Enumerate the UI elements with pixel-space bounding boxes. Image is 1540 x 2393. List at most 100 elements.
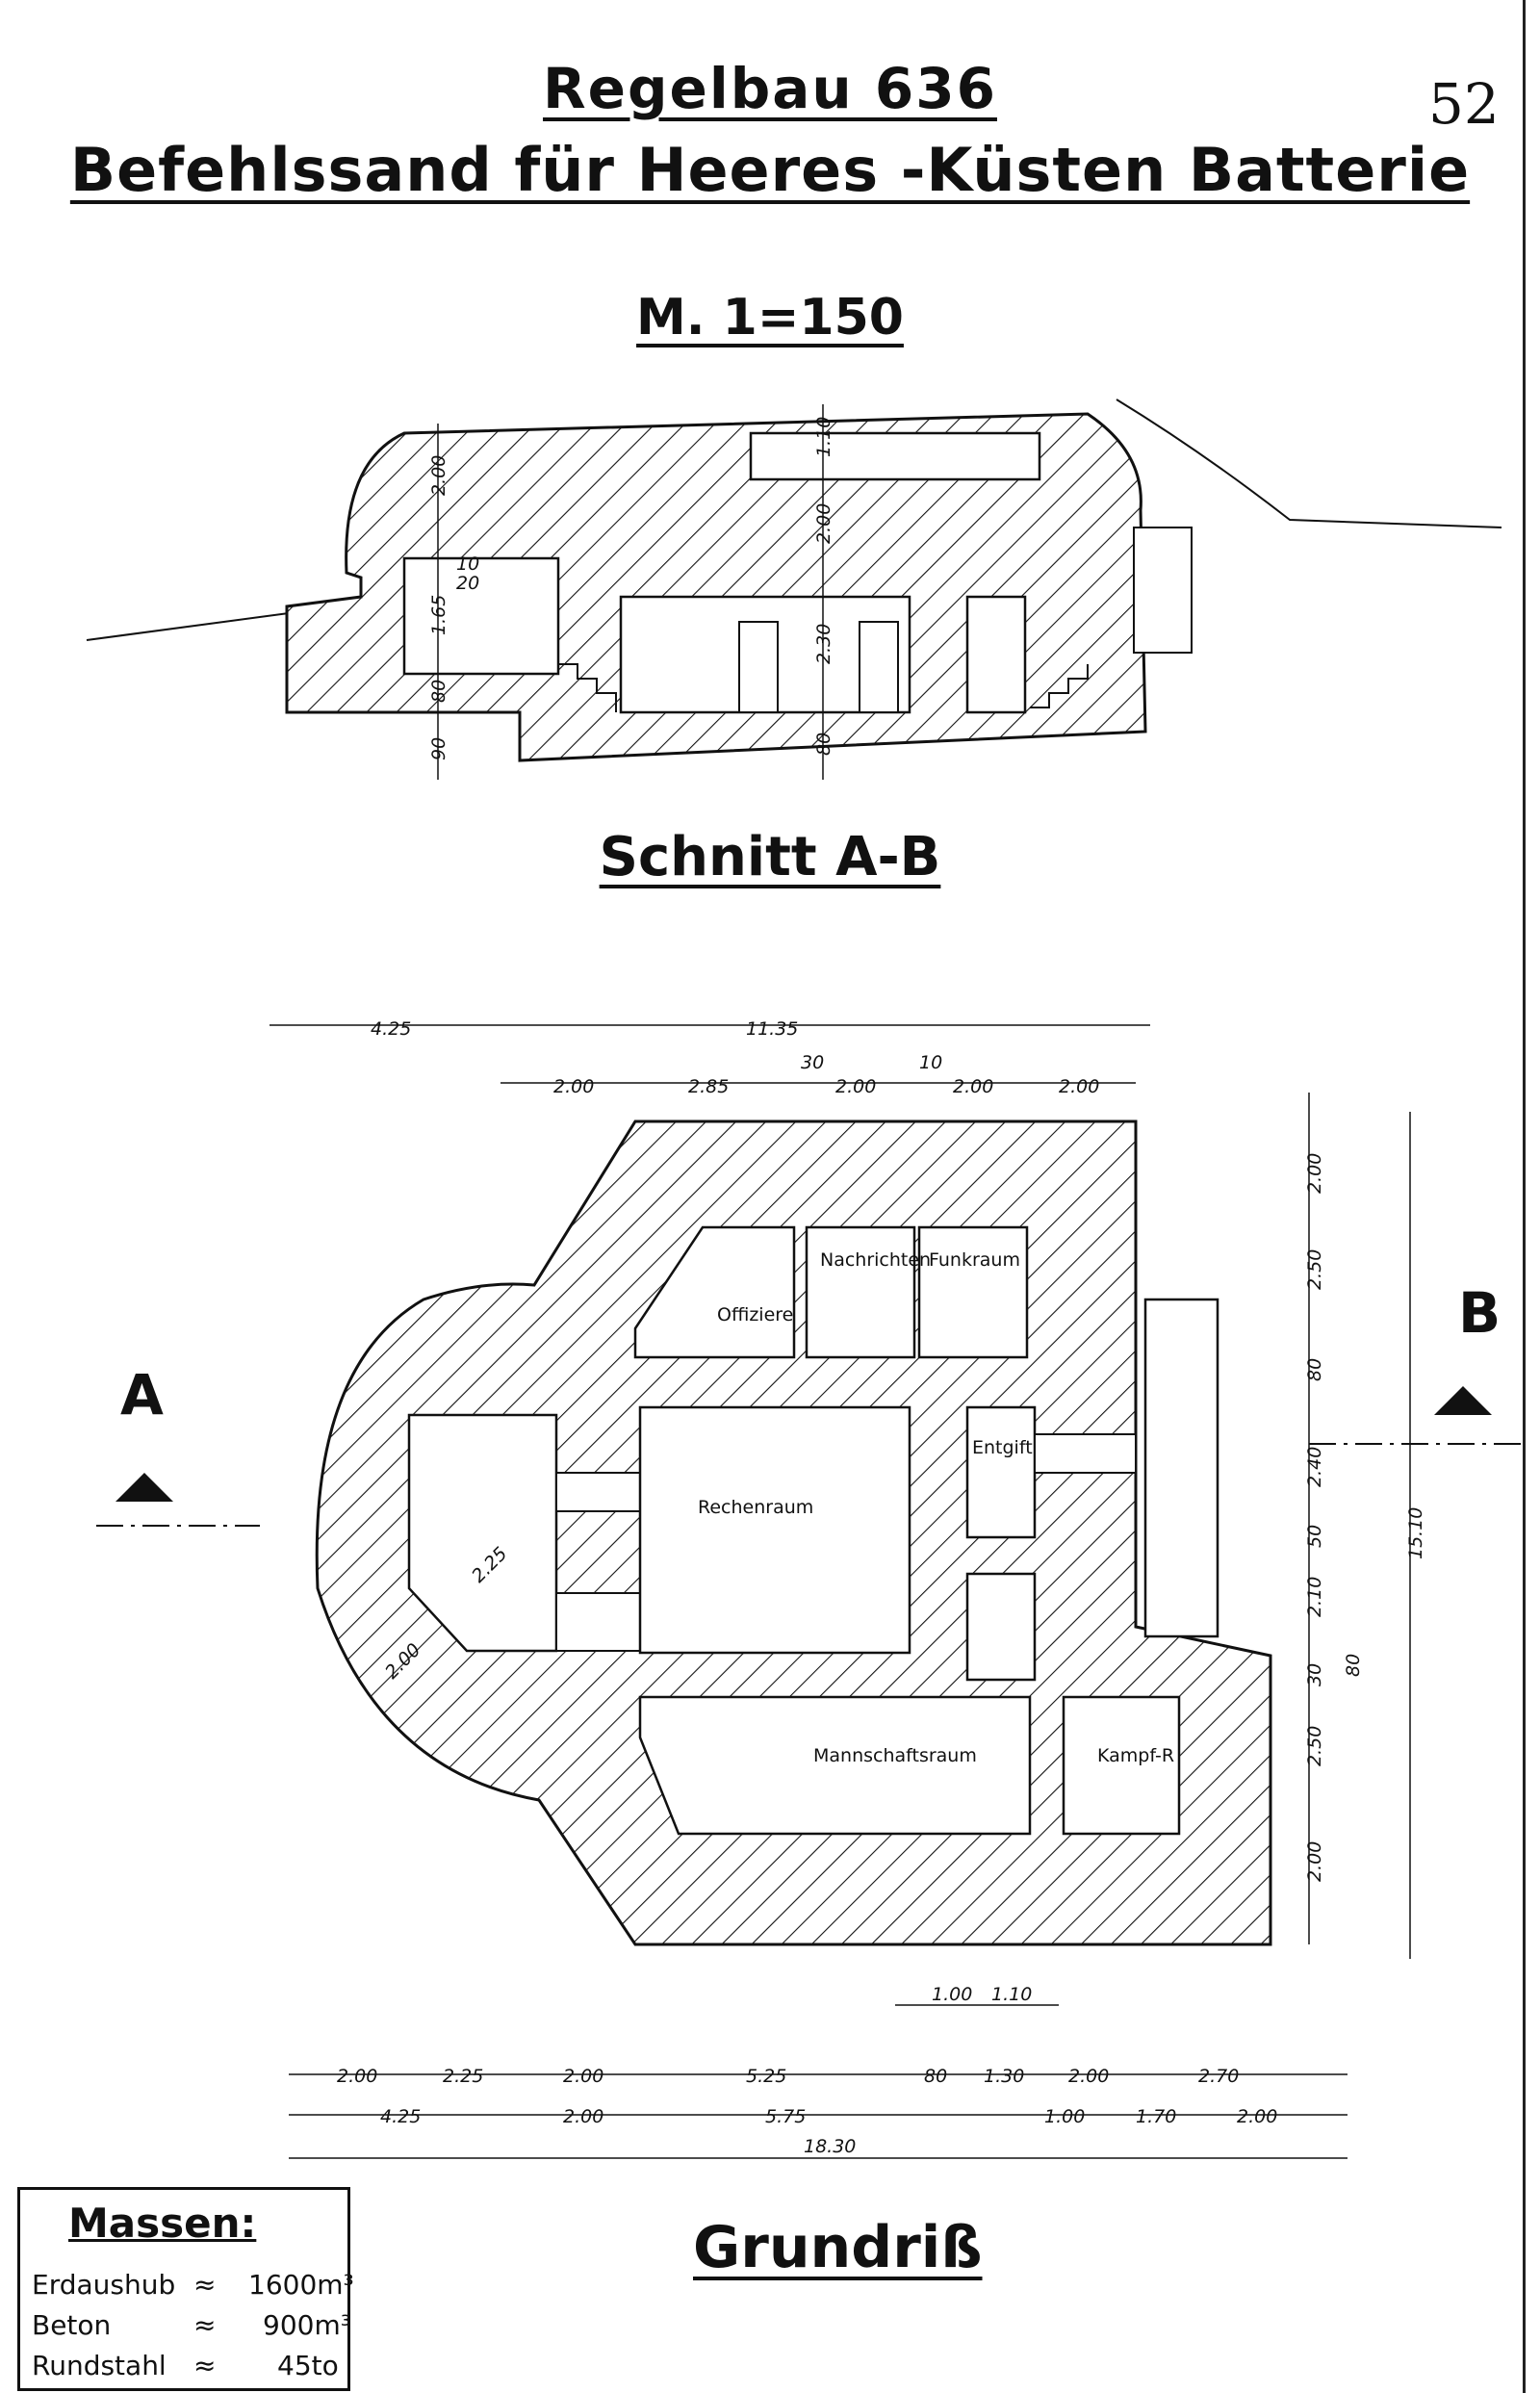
plan-dimension-labels: 4.25 11.35 2.00 2.85 30 2.00 10 2.00 2.0… <box>337 1018 1426 2157</box>
plan-room-offiziere <box>633 1225 796 1359</box>
plan-view: Offiziere Nachrichten Funkraum Rechenrau… <box>96 1119 1521 1946</box>
dim-right: 2.00 <box>1304 1153 1325 1194</box>
dim-right: 2.50 <box>1304 1249 1325 1290</box>
section-exterior-stairs <box>1133 527 1193 654</box>
page-number: 52 <box>1428 71 1500 137</box>
section-stairs-left <box>558 663 617 712</box>
dim-bottom: 5.25 <box>746 2066 786 2087</box>
section-marker-a-arrow <box>116 1473 173 1502</box>
dim-bottom: 2.00 <box>337 2066 377 2087</box>
dim-right: 2.50 <box>1304 1726 1325 1766</box>
plan-room-entgift <box>965 1405 1037 1539</box>
section-dim-label: 2.00 <box>813 503 834 544</box>
section-dim-label: 90 <box>428 737 449 760</box>
sheet-border <box>1523 0 1526 2393</box>
dim-top: 11.35 <box>746 1018 798 1040</box>
plan-dimensions <box>270 1024 1411 2159</box>
section-marker-b: B <box>1458 1280 1502 1346</box>
drawing-subtitle: Befehlssand für Heeres -Küsten Batterie <box>69 135 1471 205</box>
section-ground-right <box>1116 399 1502 528</box>
dim-bottom: 4.25 <box>380 2106 421 2127</box>
massen-approx: ≈ <box>193 2269 217 2301</box>
dim-bottom-total: 18.30 <box>804 2136 856 2157</box>
plan-room-nachrichten <box>805 1225 916 1359</box>
massen-value: 1600m³ <box>248 2269 354 2301</box>
dim-bottom: 1.00 <box>1044 2106 1085 2127</box>
drawing-title: Regelbau 636 <box>543 56 997 121</box>
plan-room-rechenraum <box>638 1405 911 1655</box>
plan-passage-west <box>555 1472 644 1512</box>
room-label-offiziere: Offiziere <box>717 1304 793 1325</box>
plan-room-gasschleuse <box>965 1572 1037 1682</box>
massen-value: 45to <box>277 2350 339 2381</box>
room-label-kampf: Kampf-R <box>1097 1745 1174 1766</box>
plan-room-mannschaftsraum <box>638 1695 1032 1836</box>
massen-approx: ≈ <box>193 2309 217 2341</box>
section-entrance-void <box>402 556 560 676</box>
dim-bottom: 2.00 <box>563 2106 603 2127</box>
section-dim-label: 2.30 <box>813 624 834 664</box>
section-dim-label: 20 <box>456 573 479 594</box>
plan-room-kampf <box>1062 1695 1181 1836</box>
dim-top: 10 <box>919 1052 942 1073</box>
plan-room-funkraum <box>917 1225 1029 1359</box>
dim-top: 2.00 <box>553 1076 594 1097</box>
massen-label: Beton <box>32 2309 112 2341</box>
drawing-scale: M. 1=150 <box>636 289 904 347</box>
dim-bottom: 1.30 <box>984 2066 1024 2087</box>
massen-value: 900m³ <box>263 2309 351 2341</box>
dim-right: 30 <box>1304 1663 1325 1686</box>
dim-bottom: 80 <box>924 2066 947 2087</box>
section-dim-label: 10 <box>456 553 479 575</box>
section-marker-b-arrow <box>1434 1386 1492 1415</box>
section-marker-a: A <box>120 1362 164 1428</box>
section-dim-label: 2.00 <box>428 455 449 496</box>
dim-bottom: 2.00 <box>1068 2066 1109 2087</box>
dim-right: 80 <box>1304 1358 1325 1381</box>
dim-top: 4.25 <box>371 1018 411 1040</box>
dim-top: 2.00 <box>835 1076 876 1097</box>
dim-top: 2.00 <box>953 1076 993 1097</box>
room-label-entgift: Entgift <box>972 1437 1033 1458</box>
dim-top: 2.00 <box>1059 1076 1099 1097</box>
section-roof-slot <box>749 431 1041 481</box>
dim-right: 2.10 <box>1304 1577 1325 1617</box>
dim-right: 2.00 <box>1304 1841 1325 1882</box>
section-dim-label: 1.10 <box>813 417 834 457</box>
dim-top: 30 <box>801 1052 824 1073</box>
dim-bottom: 2.00 <box>563 2066 603 2087</box>
dim-bottom: 1.70 <box>1136 2106 1176 2127</box>
massen-label: Erdaushub <box>32 2269 176 2301</box>
dim-bottom: 2.00 <box>1237 2106 1277 2127</box>
section-dim-label: 1.65 <box>428 595 449 635</box>
section-door-2 <box>859 621 899 713</box>
plan-stair-east <box>1034 1433 1137 1474</box>
dim-bottom: 2.70 <box>1198 2066 1239 2087</box>
room-label-rechenraum: Rechenraum <box>698 1497 813 1518</box>
dim-right: 50 <box>1304 1525 1325 1548</box>
dim-right: 80 <box>1343 1654 1364 1677</box>
massen-box: Massen: Erdaushub ≈ 1600m³ Beton ≈ 900m³… <box>17 2187 354 2391</box>
dim-right: 15.10 <box>1405 1507 1426 1559</box>
dim-bottom: 1.10 <box>991 1984 1032 2005</box>
dim-bottom: 2.25 <box>443 2066 483 2087</box>
room-label-funkraum: Funkraum <box>929 1249 1020 1271</box>
massen-label: Rundstahl <box>32 2350 167 2381</box>
room-label-mannschaftsraum: Mannschaftsraum <box>813 1745 977 1766</box>
dim-right: 2.40 <box>1304 1447 1325 1487</box>
section-title: Schnitt A-B <box>599 826 941 888</box>
massen-approx: ≈ <box>193 2350 217 2381</box>
section-view: 2.00 1.65 80 90 1.10 2.00 2.30 80 20 10 <box>86 399 1502 780</box>
section-stairs-right <box>1030 664 1089 708</box>
dim-bottom: 5.75 <box>765 2106 806 2127</box>
dim-top: 2.85 <box>688 1076 729 1097</box>
plan-stair-west <box>555 1592 644 1652</box>
section-dim-label: 80 <box>813 733 834 756</box>
massen-title: Massen: <box>68 2200 257 2247</box>
plan-exterior-ramp <box>1143 1298 1219 1638</box>
plan-title: Grundriß <box>693 2214 983 2281</box>
dim-bottom: 1.00 <box>932 1984 972 2005</box>
room-label-nachrichten: Nachrichten <box>820 1249 931 1271</box>
